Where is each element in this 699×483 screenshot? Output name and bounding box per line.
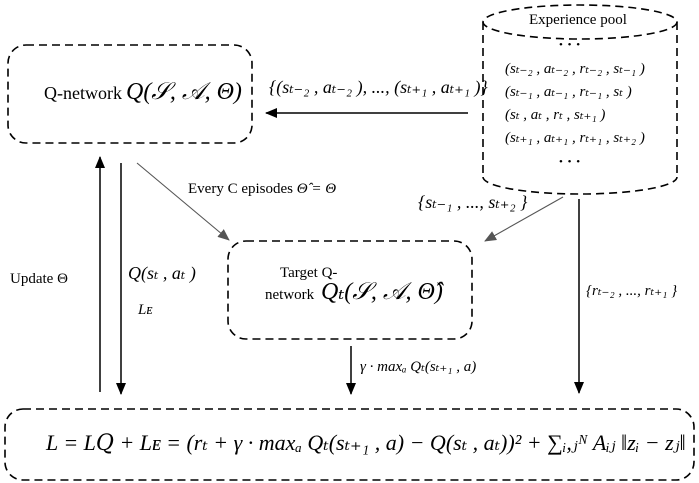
update-label: Update Θ xyxy=(10,272,68,287)
pool-tuple-4: (sₜ₊₁ , aₜ₊₁ , rₜ₊₁ , sₜ₊₂ ) xyxy=(505,130,645,146)
rewards-label: {rₜ₋₂ , ..., rₜ₊₁ } xyxy=(586,283,678,299)
experience-pool-title: Experience pool xyxy=(529,12,627,28)
every-c-label: Every C episodes Θ̂ = Θ xyxy=(188,182,336,197)
update-text: Update xyxy=(10,271,54,287)
q-network-prefix: Q-network xyxy=(44,83,122,103)
pool-dots-bottom: • • • xyxy=(559,156,582,168)
q-network-formula: Q(𝒮, 𝒜, Θ) xyxy=(125,79,242,105)
loss-box xyxy=(4,408,695,481)
pool-tuple-1: (sₜ₋₂ , aₜ₋₂ , rₜ₋₂ , sₜ₋₁ ) xyxy=(505,61,645,77)
target-network-line2: network xyxy=(265,287,315,303)
target-network-formula: Qₜ(𝒮, 𝒜, Θ̂) xyxy=(321,279,443,305)
update-symbol: Θ xyxy=(57,271,68,287)
target-network-line1: Target Q- xyxy=(280,265,338,281)
arrow-q-to-target xyxy=(136,162,230,241)
pool-tuple-3: (sₜ , aₜ , rₜ , sₜ₊₁ ) xyxy=(505,107,606,123)
every-c-text: Every C episodes xyxy=(188,181,293,197)
le-label: Lᴇ xyxy=(138,302,153,318)
target-network-box xyxy=(227,240,473,340)
arrow-pool-to-target xyxy=(484,196,564,242)
experience-pool-cylinder xyxy=(482,4,678,195)
q-value-label: Q(sₜ , aₜ ) xyxy=(128,263,196,283)
pool-to-target-label: {sₜ₋₁ , ..., sₜ₊₂ } xyxy=(418,192,528,212)
every-c-formula: Θ̂ = Θ xyxy=(296,181,337,197)
q-network-label: Q-network Q(𝒮, 𝒜, Θ) xyxy=(44,80,242,104)
pool-to-q-label: {(sₜ₋₂ , aₜ₋₂ ), ..., (sₜ₊₁ , aₜ₊₁ )} xyxy=(269,77,488,97)
pool-tuple-2: (sₜ₋₁ , aₜ₋₁ , rₜ₋₁ , sₜ ) xyxy=(505,84,632,100)
pool-dots-top: • • • xyxy=(559,39,582,51)
loss-formula: L = L𝑄 + Lᴇ = (rₜ + γ · maxₐ Qₜ(sₜ₊₁ , a… xyxy=(46,430,686,455)
gamma-max-label: γ · maxₐ Qₜ(sₜ₊₁ , a) xyxy=(360,359,477,375)
q-network-box xyxy=(7,44,253,144)
